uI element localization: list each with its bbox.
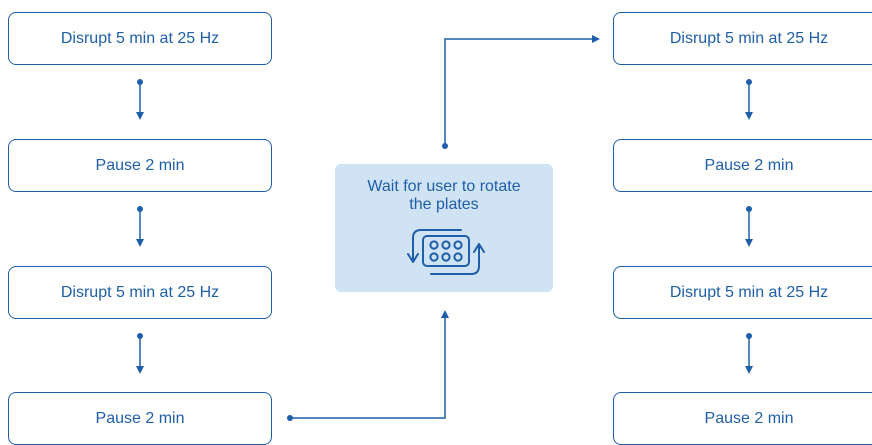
rotate-plate-icon [407, 229, 485, 275]
right-arrow-1 [745, 79, 753, 120]
right-arrow-3 [745, 333, 753, 374]
left-step-pause-2: Pause 2 min [8, 392, 272, 445]
wait-text-line2: the plates [409, 196, 479, 213]
left-step-disrupt-2: Disrupt 5 min at 25 Hz [8, 266, 272, 319]
wait-text-line1: Wait for user to rotate [367, 178, 521, 195]
step-label: Pause 2 min [704, 156, 794, 174]
step-label: Pause 2 min [95, 156, 185, 174]
step-label: Disrupt 5 min at 25 Hz [60, 29, 220, 47]
right-step-disrupt-1: Disrupt 5 min at 25 Hz [613, 12, 872, 65]
wait-for-rotation-panel: Wait for user to rotate the plates [335, 164, 553, 292]
left-step-pause-1: Pause 2 min [8, 139, 272, 192]
right-step-pause-1: Pause 2 min [613, 139, 872, 192]
step-label: Pause 2 min [704, 409, 794, 427]
step-label: Disrupt 5 min at 25 Hz [669, 29, 829, 47]
left-arrow-2 [136, 206, 144, 247]
connector-from-wait [442, 35, 600, 149]
left-arrow-1 [136, 79, 144, 120]
step-label: Pause 2 min [95, 409, 185, 427]
step-label: Disrupt 5 min at 25 Hz [60, 283, 220, 301]
right-arrow-2 [745, 206, 753, 247]
left-step-disrupt-1: Disrupt 5 min at 25 Hz [8, 12, 272, 65]
connector-to-wait [287, 310, 449, 421]
right-step-disrupt-2: Disrupt 5 min at 25 Hz [613, 266, 872, 319]
right-step-pause-2: Pause 2 min [613, 392, 872, 445]
left-arrow-3 [136, 333, 144, 374]
step-label: Disrupt 5 min at 25 Hz [669, 283, 829, 301]
